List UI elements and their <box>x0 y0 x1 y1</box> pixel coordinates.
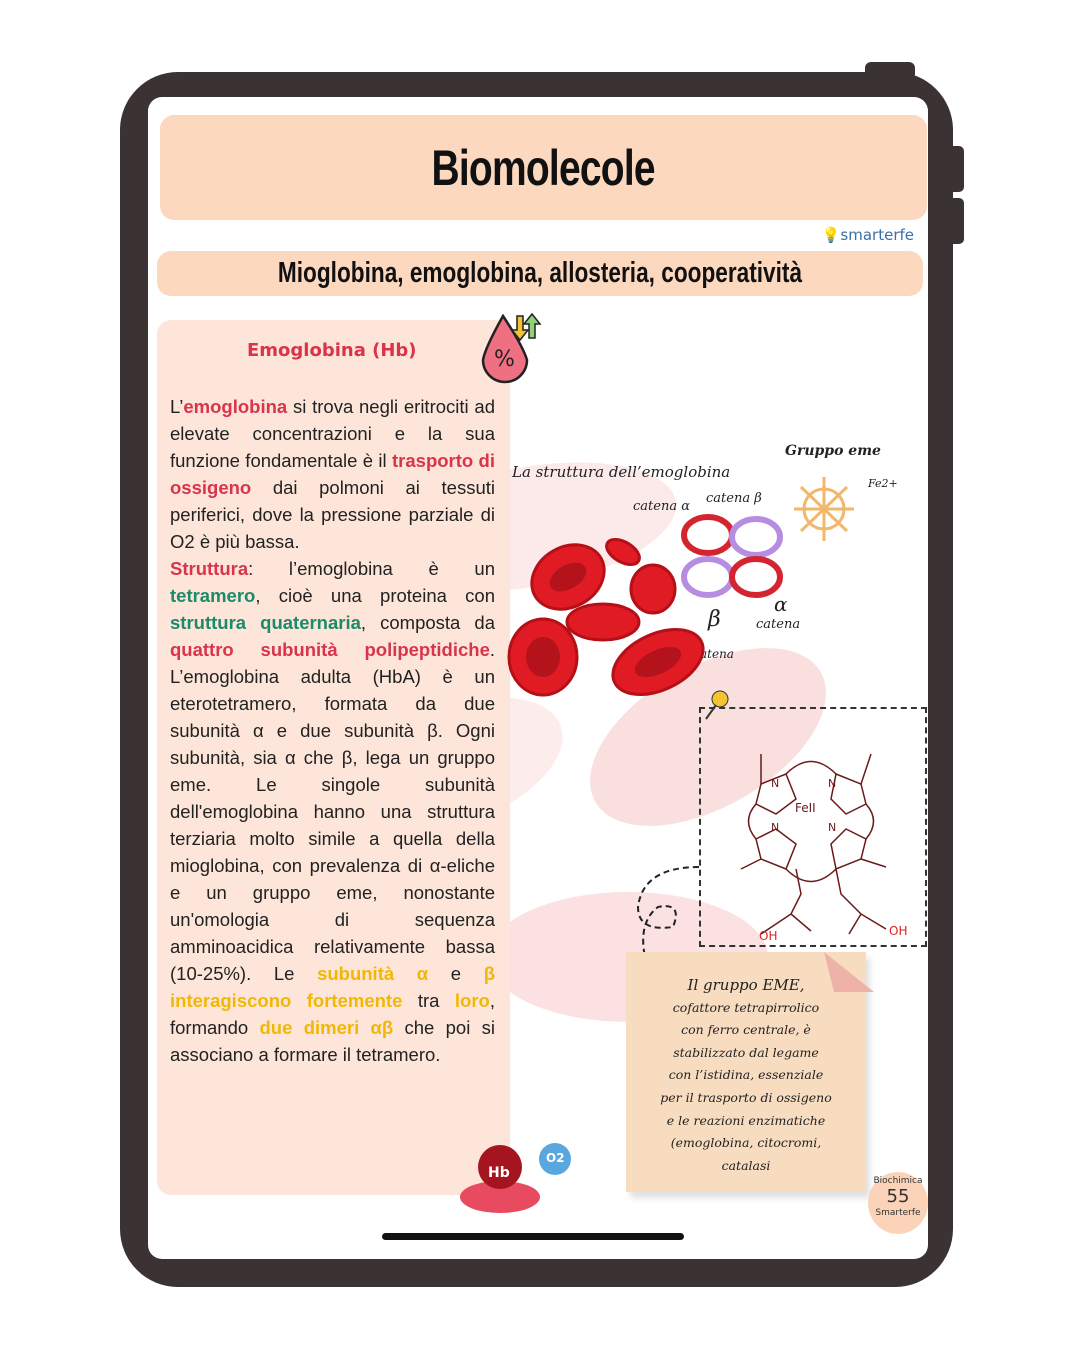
highlighted-term: β interagiscono fortemente <box>170 963 495 1011</box>
body-text-segment: . L’emoglobina adulta (HbA) è un eterote… <box>170 639 495 984</box>
volume-down-button <box>948 198 964 244</box>
highlighted-term: struttura quaternaria <box>170 612 361 633</box>
dashed-arrow-icon <box>636 866 700 958</box>
highlighted-term: loro <box>454 990 490 1011</box>
page-badge: Biochimica 55 Smarterfe <box>868 1172 928 1234</box>
note-line: con ferro centrale, è <box>681 1022 811 1038</box>
svg-text:%: % <box>494 347 515 372</box>
chain-alpha-label: catena α <box>633 499 690 514</box>
pushpin-icon <box>705 690 729 720</box>
body-text-segment: si trova negli eritrociti ad elevate con… <box>170 396 495 471</box>
note-text: Il gruppo EME, cofattore tetrapirrolico co… <box>636 974 856 1177</box>
catena-label-cut: atena <box>700 647 734 661</box>
highlighted-term: tetramero <box>170 585 256 606</box>
sticky-note: Il gruppo EME, cofattore tetrapirrolico co… <box>626 952 874 1192</box>
hemoglobin-description: L’emoglobina si trova negli eritrociti a… <box>170 393 495 1068</box>
blood-drop-percent-icon: % <box>481 312 542 384</box>
nitrogen-label: N <box>828 777 837 790</box>
title-banner: Biomolecole <box>160 115 927 220</box>
iron-label: FeII <box>795 801 816 815</box>
hemoglobin-tetramer-icon <box>681 514 783 598</box>
alpha-label: α <box>774 592 788 616</box>
note-line: Il gruppo EME, <box>687 976 805 994</box>
body-text-segment: : l’emoglobina è un <box>248 558 495 579</box>
page-number: 55 <box>886 1186 910 1207</box>
highlighted-term: due dimeri αβ <box>259 1017 394 1038</box>
note-line: e le reazioni enzimatiche <box>666 1112 826 1128</box>
figure-title: La struttura dell’emoglobina <box>512 463 731 481</box>
body-text-segment: , composta da <box>360 612 495 633</box>
nitrogen-label: N <box>771 821 780 834</box>
page-title: Biomolecole <box>431 139 656 196</box>
page: Biomolecole 💡smarterfe Mioglobina, emogl… <box>148 97 928 1259</box>
body-text-segment: tra <box>402 990 455 1011</box>
hb-character-label: Hb <box>488 1165 510 1181</box>
nitrogen-label: N <box>771 777 780 790</box>
note-line: con l’istidina, essenziale <box>668 1067 824 1083</box>
heme-structure-diagram <box>740 753 887 935</box>
hb-o2-characters <box>460 1143 571 1213</box>
body-text-segment: che poi si associano a formare il tetram… <box>170 1017 496 1065</box>
catena-label: catena <box>756 617 801 632</box>
body-text-segment: , formando <box>170 990 495 1038</box>
subtitle: Mioglobina, emoglobina, allosteria, coop… <box>277 257 803 289</box>
note-line: stabilizzato dal legame <box>673 1044 819 1060</box>
fe-label: Fe2+ <box>868 477 898 490</box>
red-blood-cells-illustration <box>507 538 705 697</box>
highlighted-term: trasporto di ossigeno <box>170 450 495 498</box>
body-text-segment: dai polmoni ai tessuti periferici, dove … <box>170 477 495 552</box>
heme-structure-box: N N N N FeII OH OH <box>699 707 927 947</box>
beta-label: β <box>708 607 721 632</box>
note-line: (emoglobina, citocromi, <box>670 1135 822 1151</box>
lightbulb-icon: 💡 <box>821 226 841 244</box>
panel-title: Emoglobina (Hb) <box>247 340 417 361</box>
badge-brand: Smarterfe <box>875 1208 921 1218</box>
home-indicator[interactable] <box>382 1233 684 1240</box>
highlighted-term: Struttura <box>170 558 249 579</box>
power-button <box>865 62 915 80</box>
highlighted-term: subunità α <box>317 963 429 984</box>
note-line: cofattore tetrapirrolico <box>672 999 820 1015</box>
highlighted-term: emoglobina <box>183 396 288 417</box>
chain-beta-label: catena β <box>706 491 762 506</box>
o2-character-label: O2 <box>546 1151 565 1165</box>
hemoglobin-panel: Emoglobina (Hb) % L’emoglobina si trova … <box>157 312 542 1195</box>
heme-group-label: Gruppo eme <box>785 443 881 459</box>
body-text-segment: e <box>428 963 484 984</box>
body-text-segment: L’ <box>170 396 184 417</box>
note-line: catalasi <box>721 1157 771 1173</box>
highlighted-term: quattro subunità polipeptidiche <box>170 639 490 660</box>
brand-logo: 💡smarterfe <box>822 226 914 244</box>
logo-text: smarterfe <box>840 226 914 244</box>
note-corner-fold <box>824 952 874 992</box>
nitrogen-label: N <box>828 821 837 834</box>
heme-group-molecule-icon <box>794 477 854 541</box>
subtitle-banner: Mioglobina, emoglobina, allosteria, coop… <box>157 251 923 296</box>
oh-label: OH <box>759 929 778 943</box>
badge-subject: Biochimica <box>873 1176 923 1186</box>
volume-up-button <box>948 146 964 192</box>
note-line: per il trasporto di ossigeno <box>660 1089 832 1105</box>
oh-label: OH <box>889 924 908 938</box>
body-text-segment: , cioè una proteina con <box>255 585 495 606</box>
